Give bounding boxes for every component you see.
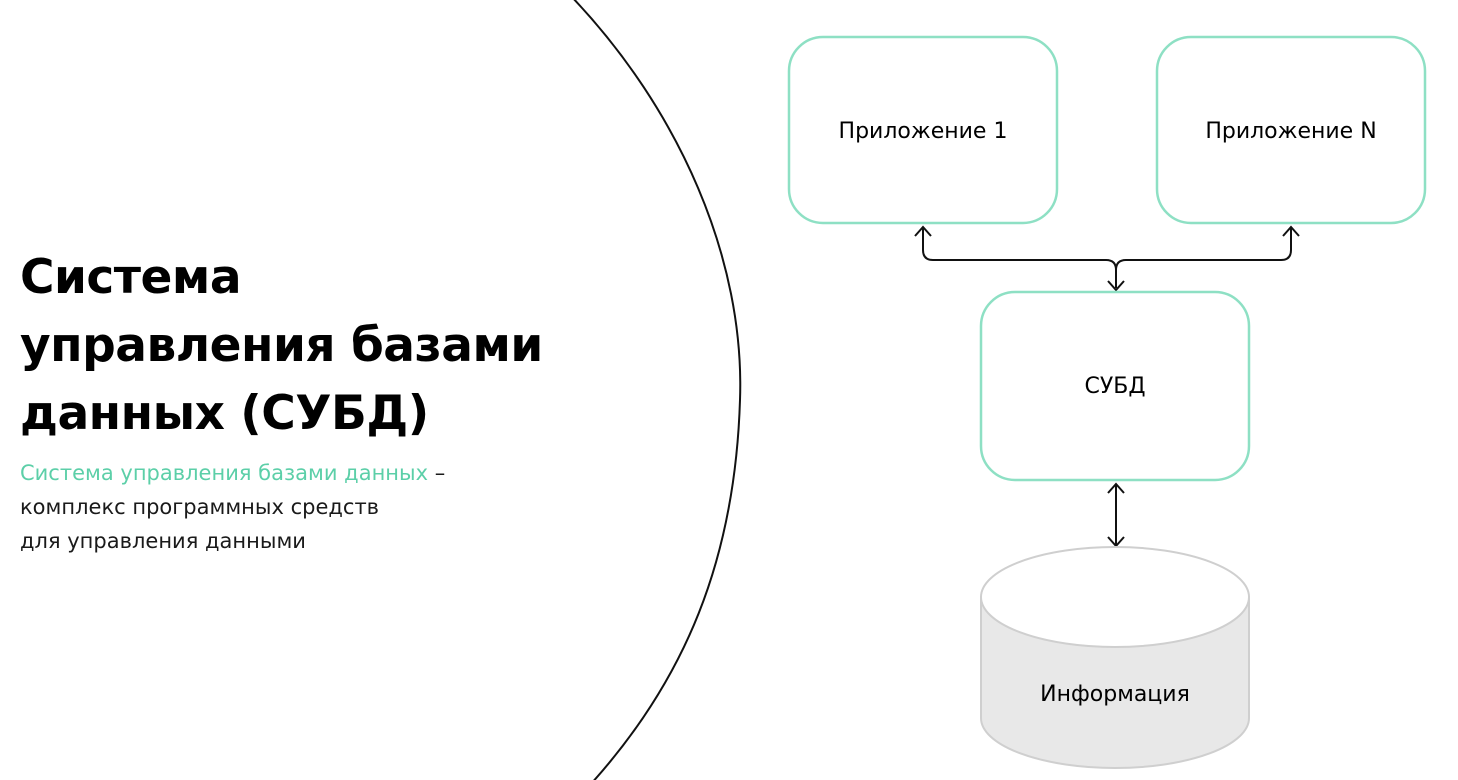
page-title: Система управления базами данных (СУБД) — [20, 244, 680, 448]
arrowhead-up-right — [1282, 225, 1300, 237]
arrowhead-up-dbms — [1107, 482, 1125, 494]
definition-dash: – — [434, 461, 446, 485]
storage-cylinder: Информация — [980, 546, 1250, 769]
app-n-node: Приложение N — [1155, 35, 1427, 225]
app-n-box — [1155, 35, 1427, 225]
app-n-label: Приложение N — [1205, 119, 1376, 144]
arrowhead-down-storage — [1107, 536, 1125, 548]
dbms-storage-connector — [1107, 482, 1125, 548]
dbms-node: СУБД — [979, 290, 1251, 482]
app-1-label: Приложение 1 — [839, 119, 1008, 144]
title-line-2: управления базами — [20, 318, 543, 373]
apps-dbms-connector — [914, 225, 1300, 292]
app-1-node: Приложение 1 — [787, 35, 1059, 225]
definition-text: Система управления базами данных – компл… — [20, 456, 620, 558]
definition-highlight: Система управления базами данных — [20, 461, 429, 485]
cylinder-top — [980, 546, 1250, 648]
definition-line-3: для управления данными — [20, 529, 306, 553]
app-1-box — [787, 35, 1059, 225]
dbms-label: СУБД — [1084, 374, 1145, 399]
definition-line-2: комплекс программных средств — [20, 495, 380, 519]
arrowhead-down-dbms — [1107, 280, 1125, 292]
storage-label: Информация — [1040, 682, 1190, 707]
arrowhead-up-left — [914, 225, 932, 237]
dbms-box — [979, 290, 1251, 482]
title-line-3: данных (СУБД) — [20, 386, 429, 441]
title-line-1: Система — [20, 250, 242, 305]
